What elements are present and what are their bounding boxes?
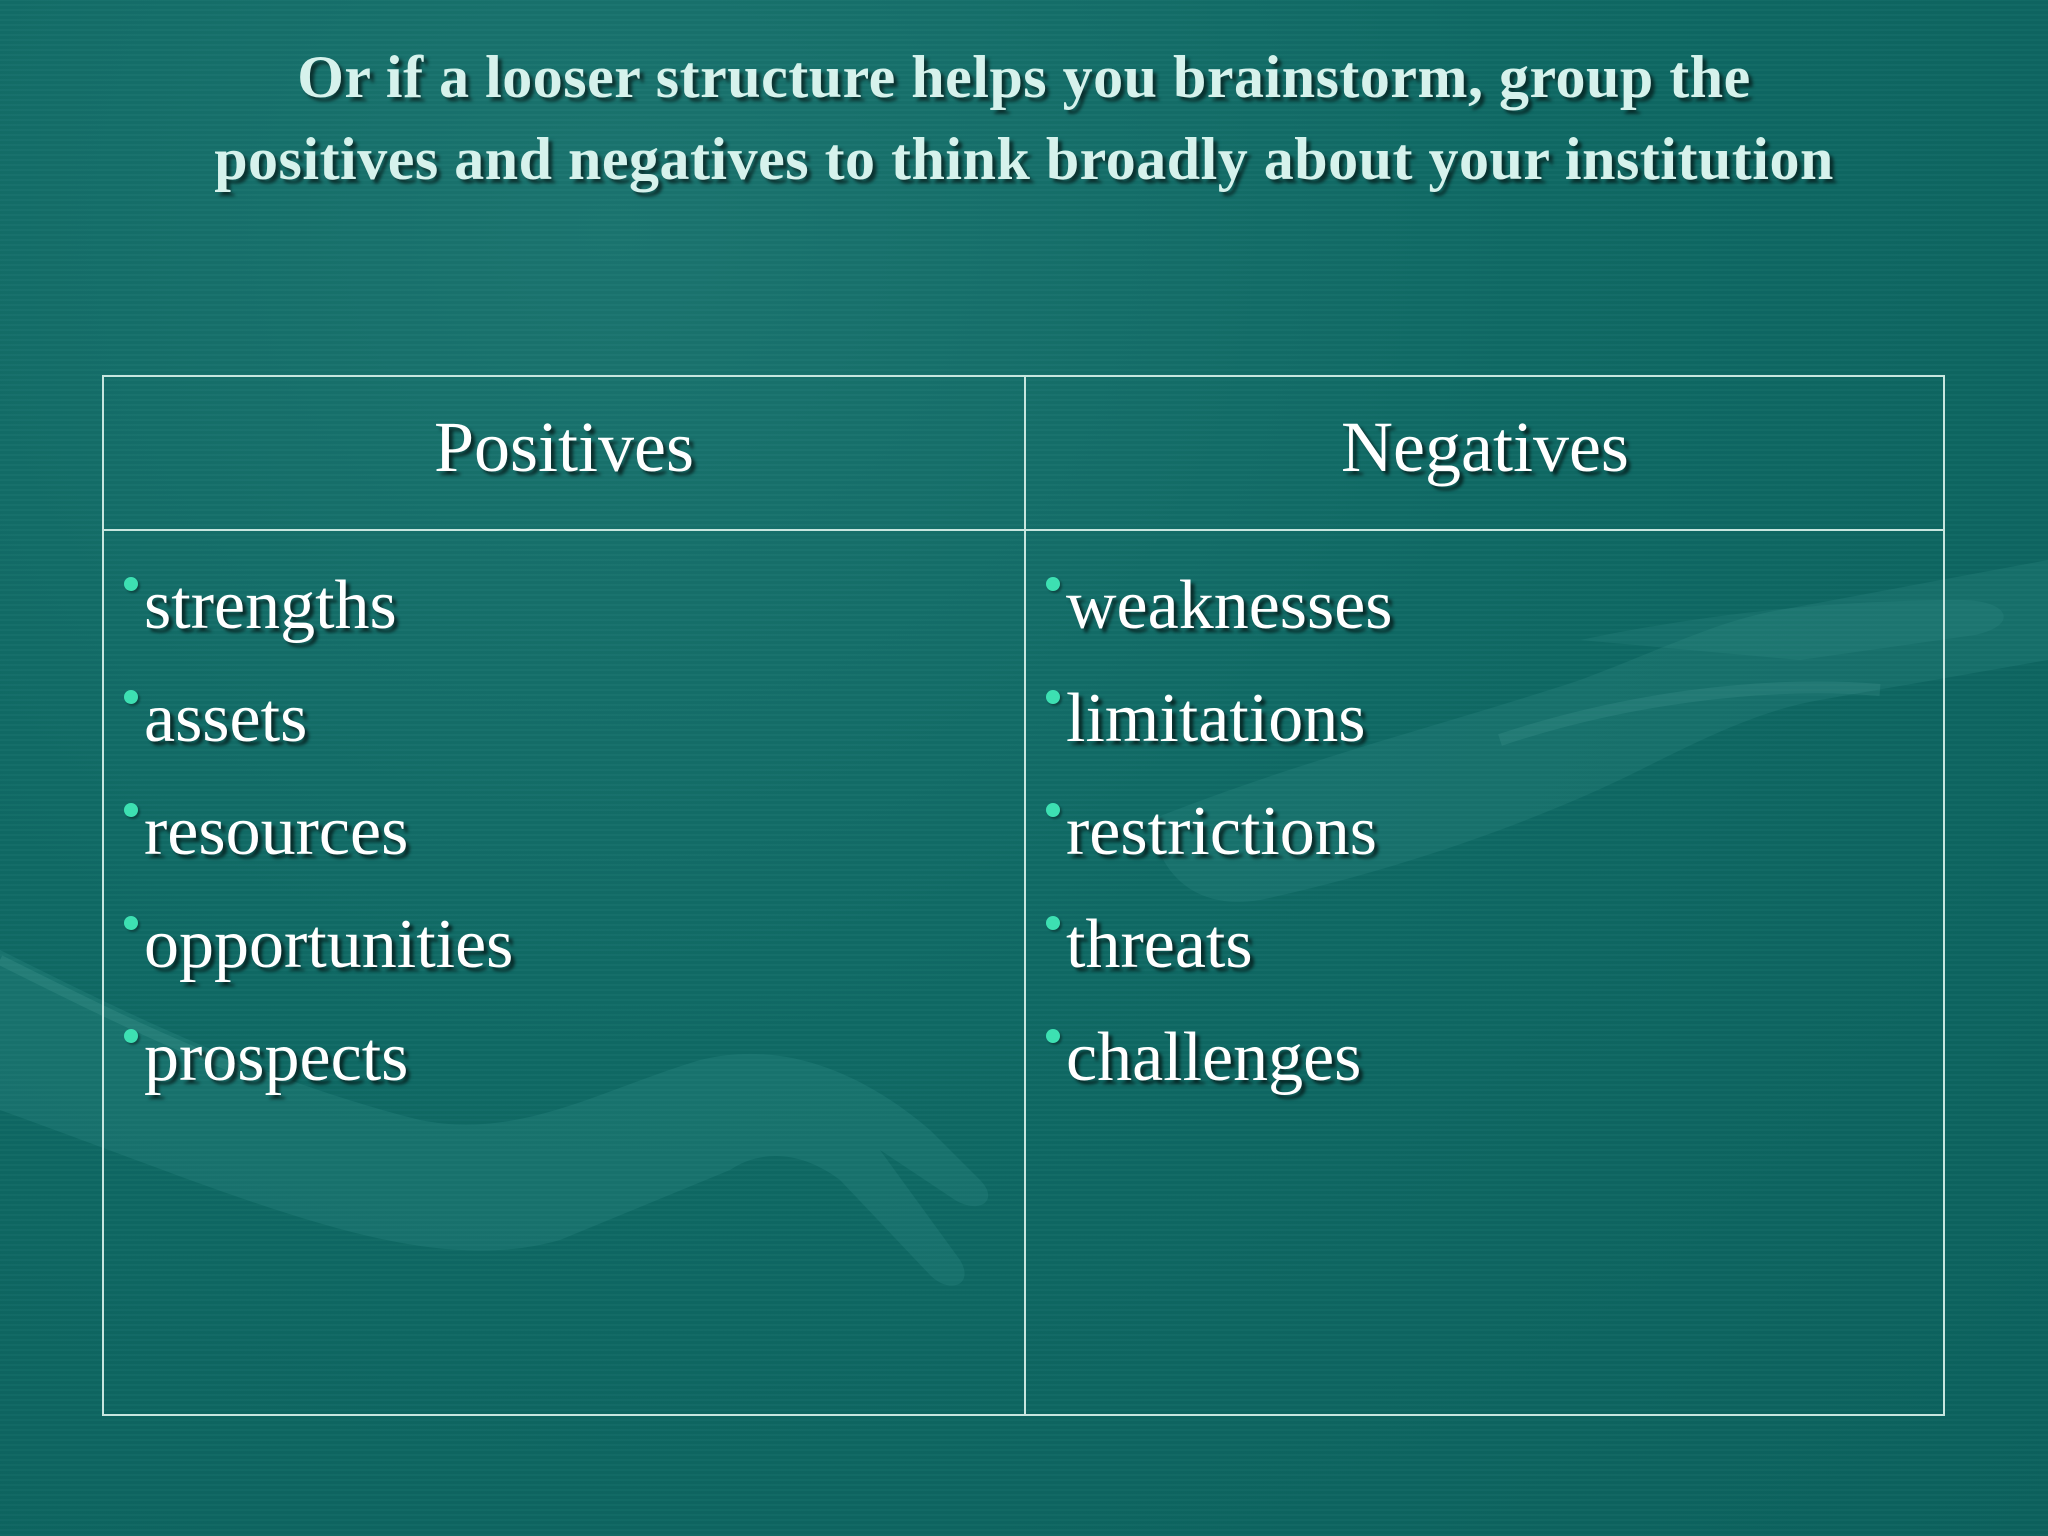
list-item-label: assets — [144, 680, 308, 757]
list-item-label: strengths — [144, 567, 397, 644]
bullet-dot-icon — [1046, 577, 1060, 591]
list-item: limitations — [1046, 662, 1393, 775]
bullet-dot-icon — [124, 1029, 138, 1043]
list-item: restrictions — [1046, 775, 1393, 888]
bullet-dot-icon — [1046, 803, 1060, 817]
positives-column-header: Positives — [433, 407, 695, 487]
list-item: opportunities — [124, 888, 513, 1001]
list-item: challenges — [1046, 1001, 1393, 1114]
negatives-column-header: Negatives — [1341, 407, 1629, 487]
list-item-label: threats — [1066, 906, 1253, 983]
list-item-label: limitations — [1066, 680, 1366, 757]
list-item: threats — [1046, 888, 1393, 1001]
slide-title-line-2: positives and negatives to think broadly… — [214, 126, 1834, 192]
list-item-label: prospects — [144, 1019, 409, 1096]
list-item-label: challenges — [1066, 1019, 1362, 1096]
positives-list: strengths assets resources opportunities… — [124, 549, 513, 1114]
negatives-list: weaknesses limitations restrictions thre… — [1046, 549, 1393, 1114]
bullet-dot-icon — [124, 690, 138, 704]
slide-title: Or if a looser structure helps you brain… — [80, 36, 1968, 200]
list-item: resources — [124, 775, 513, 888]
list-item-label: restrictions — [1066, 793, 1378, 870]
list-item: strengths — [124, 549, 513, 662]
list-item: weaknesses — [1046, 549, 1393, 662]
bullet-dot-icon — [1046, 916, 1060, 930]
slide-title-line-1: Or if a looser structure helps you brain… — [297, 44, 1751, 110]
bullet-dot-icon — [1046, 690, 1060, 704]
list-item-label: weaknesses — [1066, 567, 1393, 644]
bullet-dot-icon — [124, 803, 138, 817]
bullet-dot-icon — [124, 577, 138, 591]
bullet-dot-icon — [124, 916, 138, 930]
column-divider — [1024, 377, 1026, 1414]
bullet-dot-icon — [1046, 1029, 1060, 1043]
list-item-label: resources — [144, 793, 409, 870]
list-item-label: opportunities — [144, 906, 514, 983]
list-item: assets — [124, 662, 513, 775]
list-item: prospects — [124, 1001, 513, 1114]
header-row-divider — [104, 529, 1943, 531]
positives-negatives-table: Positives Negatives strengths assets res… — [102, 375, 1945, 1416]
